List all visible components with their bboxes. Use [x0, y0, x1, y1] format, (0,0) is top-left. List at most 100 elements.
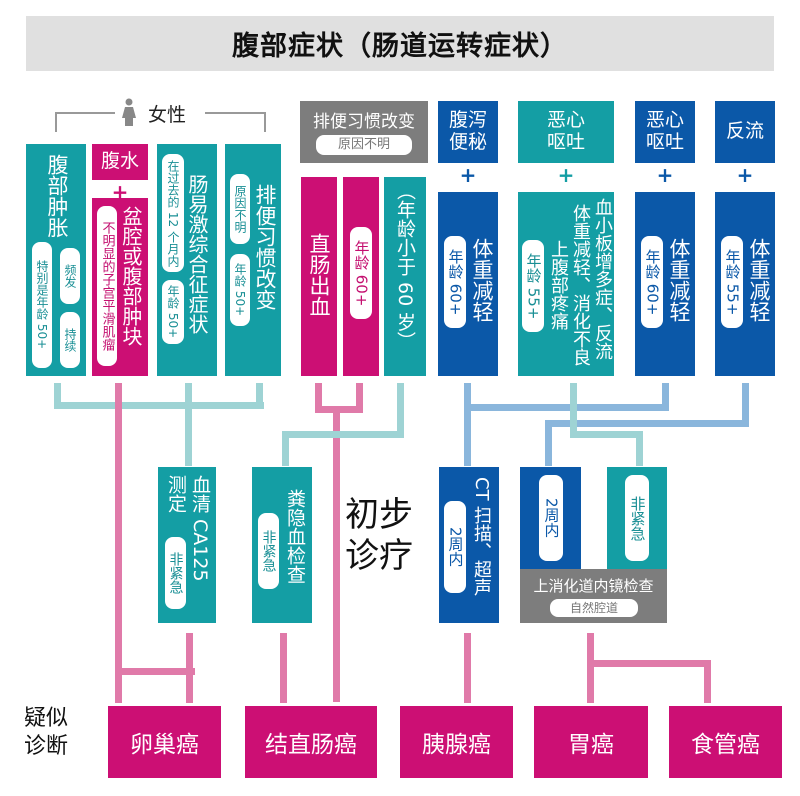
pill-age: 年龄 50+ [162, 280, 184, 344]
connector [662, 383, 669, 411]
female-bracket-right [264, 112, 266, 132]
symptom-top-label: 腹泻便秘 [448, 109, 487, 153]
connector [397, 383, 404, 438]
symptom-top-label: 反流 [725, 120, 764, 143]
test-ca125[interactable]: 血清 CA125 测定 非紧急 [158, 467, 216, 623]
pill-age: 年龄 55+ [522, 240, 544, 332]
symptom-label: 盆腔或腹部肿块 [119, 206, 143, 346]
pill-age: 年龄 60+ [350, 227, 372, 319]
symptom-age-60[interactable]: 年龄 60+ [343, 177, 379, 376]
connector [464, 633, 471, 703]
symptom-label: 排便习惯改变 [253, 184, 277, 310]
symptom-top-label: 恶心呕吐 [645, 109, 684, 153]
female-bracket-top-left [55, 112, 115, 114]
symptom-pelvic-mass[interactable]: 盆腔或腹部肿块 不明显的子宫平滑肌瘤 [92, 198, 148, 376]
section-label-suspected-diagnosis: 疑似 诊断 [24, 705, 68, 760]
pill-non-urgent: 非紧急 [165, 537, 186, 609]
test-ct-ultrasound[interactable]: CT 扫描、超声 2周内 [439, 467, 499, 623]
pill-2-weeks: 2周内 [444, 501, 466, 593]
plus-icon: + [656, 163, 674, 187]
test-endoscopy-non-urgent[interactable]: 非紧急 [607, 467, 667, 569]
title-bar: 腹部症状（肠道运转症状） [26, 16, 774, 71]
connector [282, 431, 404, 438]
connector [636, 431, 643, 466]
pill-unknown-cause: 原因不明 [230, 174, 250, 244]
connector [115, 383, 122, 703]
connector [704, 660, 711, 703]
symptom-label-b: 体重减轻、消化不良 [570, 204, 591, 366]
symptom-diarrhea-constipation[interactable]: 腹泻便秘 [438, 101, 498, 163]
connector [54, 402, 264, 409]
symptom-label: 肠易激综合征症状 [185, 174, 209, 334]
female-bracket-left [55, 112, 57, 132]
symptom-weight-loss-60b[interactable]: 体重减轻 年龄 60+ [635, 192, 695, 376]
connector [545, 420, 552, 466]
female-bracket-top-right [205, 112, 265, 114]
plus-icon: + [557, 163, 575, 187]
symptom-nausea-vomiting-2[interactable]: 恶心呕吐 [635, 101, 695, 163]
symptom-nausea-vomiting-1[interactable]: 恶心呕吐 [518, 101, 614, 163]
test-endoscopy-urgent[interactable]: 2周内 [520, 467, 581, 569]
bowel-change-group-header: 排便习惯改变 原因不明 [300, 101, 428, 163]
connector [256, 383, 263, 409]
symptom-label: （年龄小于 60 岁） [394, 181, 416, 351]
test-fobt[interactable]: 粪隐血检查 非紧急 [252, 467, 312, 623]
section-label-initial-treatment: 初步诊疗 [345, 495, 413, 576]
group-title: 排便习惯改变 [313, 112, 415, 132]
test-label: 粪隐血检查 [284, 489, 306, 584]
pill-persistent: 持续 [60, 312, 80, 368]
symptom-rectal-bleeding[interactable]: 直肠出血 [301, 177, 337, 376]
symptom-label: 腹部肿胀 [45, 154, 69, 238]
pill-age: 年龄 60+ [641, 236, 663, 328]
symptom-abdominal-swelling[interactable]: 腹部肿胀 特别是年龄 50+ 频发 持续 [26, 144, 86, 376]
plus-icon: + [736, 163, 754, 187]
connector [280, 633, 287, 703]
symptom-label: 直肠出血 [307, 233, 331, 317]
connector [545, 420, 749, 427]
connector [570, 431, 642, 438]
test-label-a: 血清 CA125 [189, 475, 211, 582]
symptom-ascites[interactable]: 腹水 [92, 144, 148, 180]
symptom-ibs[interactable]: 肠易激综合征症状 在过去的 12 个月内 年龄 50+ [157, 144, 217, 376]
group-subtitle: 原因不明 [316, 135, 412, 155]
symptom-bowel-change-female[interactable]: 排便习惯改变 原因不明 年龄 50+ [225, 144, 281, 376]
connector [186, 633, 193, 703]
connector [464, 383, 471, 466]
connector [587, 660, 710, 667]
connector [282, 431, 289, 466]
ascites-label: 腹水 [100, 150, 139, 173]
symptom-reflux[interactable]: 反流 [715, 101, 775, 163]
symptom-thrombocytosis[interactable]: 血小板增多症、反流 体重减轻、消化不良 上腹部疼痛 年龄 55+ [518, 192, 614, 376]
section-label-b: 诊断 [24, 733, 69, 759]
symptom-label: 体重减轻 [470, 238, 494, 322]
connector [356, 383, 363, 413]
symptom-under-60[interactable]: （年龄小于 60 岁） [384, 177, 426, 376]
endoscopy-subtitle: 自然腔道 [550, 599, 638, 617]
diagnosis-colorectal-cancer[interactable]: 结直肠癌 [245, 706, 377, 778]
symptom-weight-loss-55[interactable]: 体重减轻 年龄 55+ [715, 192, 775, 376]
female-label: 女性 [148, 104, 187, 126]
symptom-label: 体重减轻 [667, 238, 691, 322]
symptom-weight-loss-60[interactable]: 体重减轻 年龄 60+ [438, 192, 498, 376]
page-title: 腹部症状（肠道运转症状） [232, 31, 568, 62]
plus-icon: + [459, 163, 477, 187]
connector [315, 383, 322, 413]
connector [570, 383, 577, 438]
pill-fibroids: 不明显的子宫平滑肌瘤 [97, 206, 117, 366]
connector [464, 404, 669, 411]
diagnosis-ovarian-cancer[interactable]: 卵巢癌 [108, 706, 221, 778]
symptom-label-a: 血小板增多症、反流 [592, 198, 613, 360]
diagnosis-esophageal-cancer[interactable]: 食管癌 [669, 706, 782, 778]
connector [587, 633, 594, 703]
pill-age: 年龄 50+ [230, 254, 250, 326]
pill-2-weeks: 2周内 [539, 475, 563, 561]
symptom-label-c: 上腹部疼痛 [548, 240, 569, 330]
diagnosis-pancreatic-cancer[interactable]: 胰腺癌 [400, 706, 513, 778]
section-label-a: 疑似 [24, 706, 69, 731]
connector [54, 383, 61, 409]
pill-age: 特别是年龄 50+ [32, 242, 52, 368]
connector [742, 383, 749, 427]
pill-age: 年龄 55+ [721, 236, 743, 328]
diagnosis-gastric-cancer[interactable]: 胃癌 [534, 706, 648, 778]
connector [333, 406, 340, 702]
